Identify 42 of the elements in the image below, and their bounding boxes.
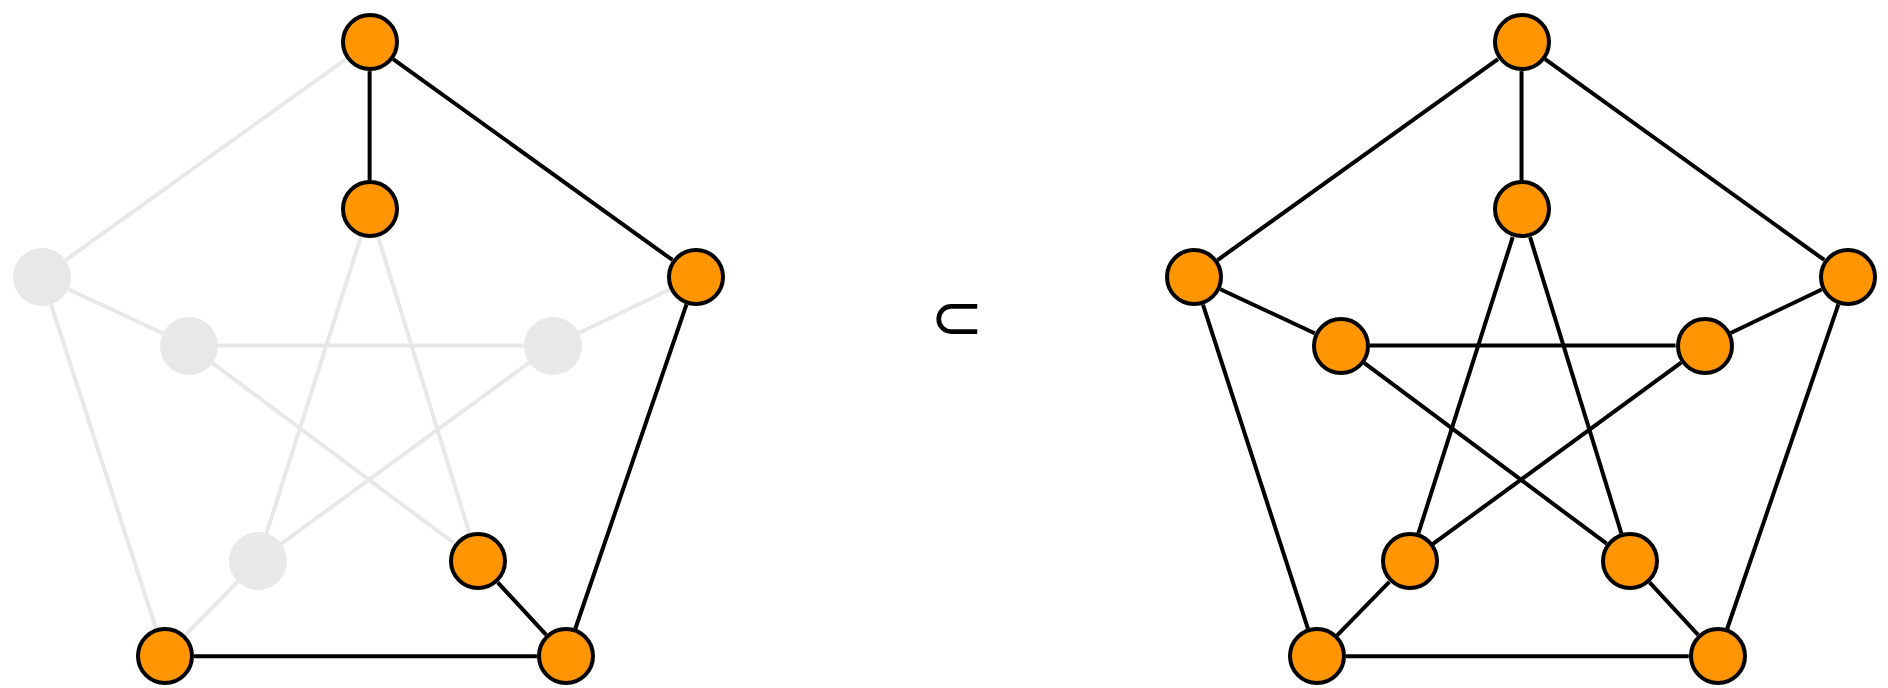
vertex-circle: [1311, 316, 1370, 375]
edge-line: [211, 361, 456, 546]
edge-line: [1543, 57, 1826, 262]
edge-line: [1648, 581, 1700, 637]
edge-line: [577, 287, 671, 335]
edge-line: [1369, 343, 1676, 348]
edge-line: [279, 361, 531, 546]
edge-line: [1362, 361, 1608, 546]
edge-line: [1219, 287, 1316, 336]
edge-line: [1201, 303, 1310, 630]
vertex-circle: [1600, 532, 1659, 591]
vertex-circle: [449, 532, 507, 591]
edge-line: [49, 303, 158, 630]
edge-line: [1431, 361, 1683, 546]
edge-line: [193, 654, 537, 659]
edge-line: [264, 236, 363, 535]
edge-line: [496, 581, 548, 637]
vertex-circle: [1675, 316, 1734, 375]
edge-line: [392, 57, 674, 262]
vertex-circle: [1818, 247, 1877, 306]
vertex-circle: [1380, 532, 1439, 591]
edge-line: [573, 303, 689, 630]
edge-line: [367, 71, 372, 181]
edge-line: [1216, 57, 1500, 262]
vertex-circle: [666, 247, 725, 306]
edge-line: [64, 57, 348, 262]
edge-line: [1416, 236, 1515, 535]
edge-line: [376, 236, 472, 534]
edge-line: [1725, 303, 1841, 630]
vertex-circle: [1688, 627, 1747, 686]
edge-line: [1729, 287, 1823, 335]
inactive-vertex-circle: [228, 532, 287, 591]
vertex-circle: [536, 627, 595, 686]
edge-line: [1528, 236, 1624, 534]
edge-line: [1345, 654, 1689, 659]
edge-line: [1335, 580, 1391, 637]
vertex-circle: [1165, 247, 1224, 306]
vertex-circle: [340, 13, 399, 72]
edge-line: [1519, 71, 1524, 181]
edge-line: [183, 580, 239, 637]
subset-symbol: ⊂: [930, 285, 984, 349]
vertex-circle: [1492, 13, 1551, 72]
